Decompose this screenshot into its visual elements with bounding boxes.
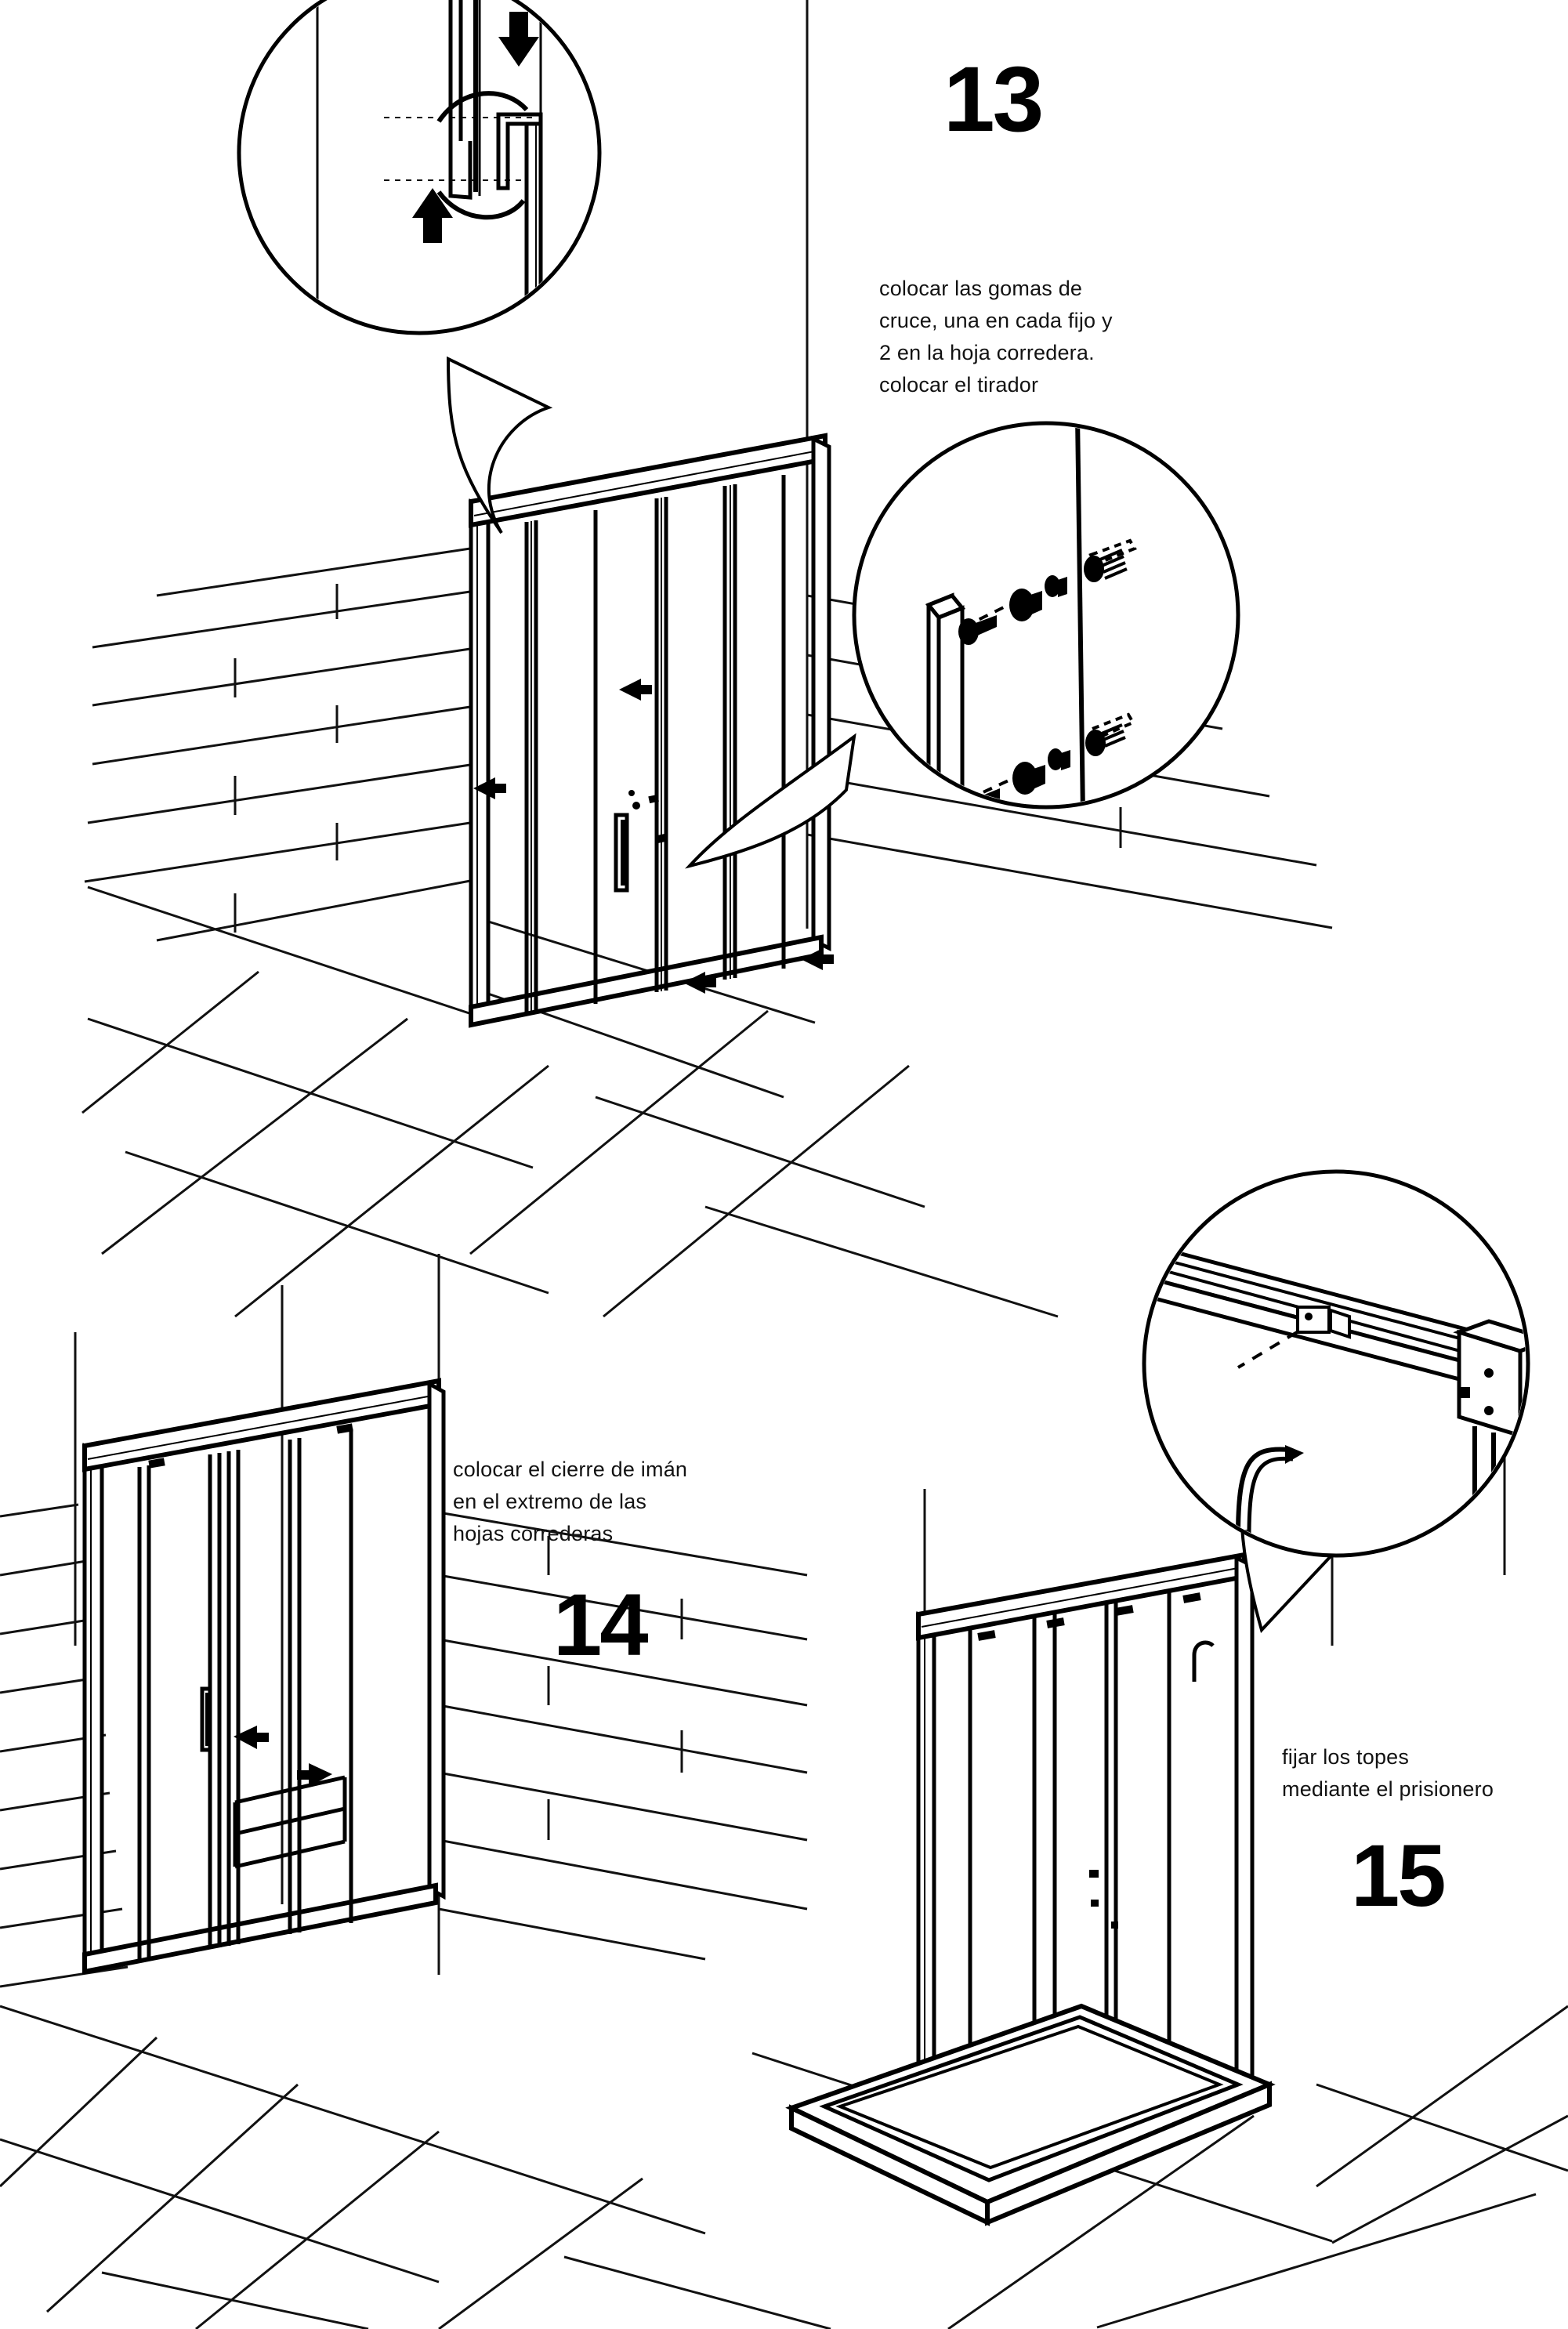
step-number-14: 14 [553,1576,649,1674]
wall-tiles-step13 [84,547,471,942]
step-14-caption-line-1: colocar el cierre de imán [453,1458,688,1481]
step-13-caption-line-1: colocar las gomas de [879,277,1083,300]
shower-enclosure-step14 [82,1378,446,1975]
step-14-caption-line-2: en el extremo de las [453,1490,647,1514]
step-13-caption-line-4: colocar el tirador [879,373,1039,397]
callout-top-stop [1142,1169,1530,1633]
callout-arrow-up [412,188,453,243]
step-13-caption: colocar las gomas de cruce, una en cada … [879,273,1113,401]
step-14-caption: colocar el cierre de imán en el extremo … [453,1454,687,1550]
shower-enclosure-step13 [469,433,834,1028]
closure-marks-step13 [628,790,668,844]
door-handle-step13 [614,813,629,893]
step-15-caption-line-1: fijar los topes [1282,1745,1410,1769]
shower-enclosure-step15 [785,1552,1276,2226]
magnet-closure-step14 [200,1686,347,1869]
step-14-caption-line-3: hojas correderas [453,1522,614,1546]
stop-block [1296,1306,1351,1339]
step-13-caption-line-3: 2 en la hoja corredera. [879,341,1095,365]
floor-tiles-step13 [81,886,1059,1318]
shower-tray-step15 [785,2003,1276,2226]
step-15-caption-line-2: mediante el prisionero [1282,1777,1494,1802]
callout-handle [685,421,1240,869]
handle-fastener-top [958,538,1137,645]
corner-bracket [1453,1319,1526,1439]
step-13-caption-line-2: cruce, una en cada fijo y [879,309,1113,333]
slide-arrows-step13 [473,679,834,994]
callout-arrow-down [498,12,539,67]
callout-crossing-rubber [237,0,602,534]
step-number-13: 13 [943,48,1044,151]
floor-tiles-step14 [0,2005,831,2329]
step-15-caption: fijar los topes mediante el prisionero [1282,1741,1494,1806]
step-number-15: 15 [1351,1827,1447,1925]
slide-arrows-step14 [234,1726,332,1787]
wall-right-step14 [74,1254,808,1975]
